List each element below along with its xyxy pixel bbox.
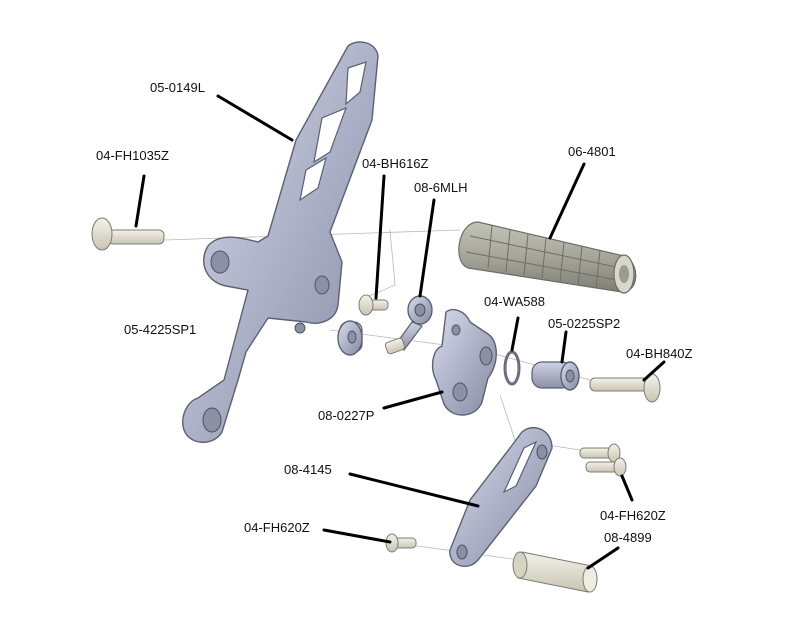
leader-lever-arm (382, 390, 444, 410)
washer-part (503, 350, 521, 386)
label-spacer: 05-0225SP2 (548, 316, 620, 331)
label-footpeg: 06-4801 (568, 144, 616, 159)
label-washer: 04-WA588 (484, 294, 545, 309)
leader-bolt-large (134, 174, 146, 228)
link-plate-part (449, 427, 553, 568)
leader-bolt-small (374, 174, 386, 300)
label-sleeve: 08-4899 (604, 530, 652, 545)
footpeg-part (458, 221, 637, 294)
label-screw-single: 04-FH620Z (244, 520, 310, 535)
leader-sleeve (586, 546, 620, 570)
leader-link-plate (348, 472, 480, 508)
label-lever-arm: 08-0227P (318, 408, 374, 423)
leader-washer (510, 316, 520, 352)
rod-end-part (384, 295, 433, 355)
leader-footpeg (548, 162, 586, 240)
label-bolt-large: 04-FH1035Z (96, 148, 169, 163)
leader-screw-pair (620, 474, 634, 502)
leader-screw-single (322, 528, 392, 544)
bolt-large-part (91, 217, 165, 251)
leader-rod-end (418, 198, 436, 298)
label-bolt-small: 04-BH616Z (362, 156, 429, 171)
part-labels: 05-0149L 04-FH1035Z 04-BH616Z 08-6MLH 06… (96, 80, 693, 545)
leader-bolt-long (642, 360, 666, 382)
label-link-plate: 08-4145 (284, 462, 332, 477)
spacer-part (531, 361, 580, 391)
leader-bracket (216, 94, 294, 142)
leader-lines (134, 94, 666, 570)
lever-arm-part (431, 308, 497, 416)
screw-pair-part (579, 443, 627, 477)
label-bracket: 05-0149L (150, 80, 205, 95)
pivot-spacer-part (337, 320, 363, 356)
label-screw-pair: 04-FH620Z (600, 508, 666, 523)
sleeve-part (512, 551, 598, 593)
bolt-small-part (358, 294, 389, 316)
label-pivot-spacer: 05-4225SP1 (124, 322, 196, 337)
label-rod-end: 08-6MLH (414, 180, 467, 195)
screw-single-part (385, 533, 417, 553)
leader-spacer (560, 330, 568, 364)
bracket-part (182, 41, 379, 443)
bolt-long-part (589, 373, 661, 403)
label-bolt-long: 04-BH840Z (626, 346, 693, 361)
